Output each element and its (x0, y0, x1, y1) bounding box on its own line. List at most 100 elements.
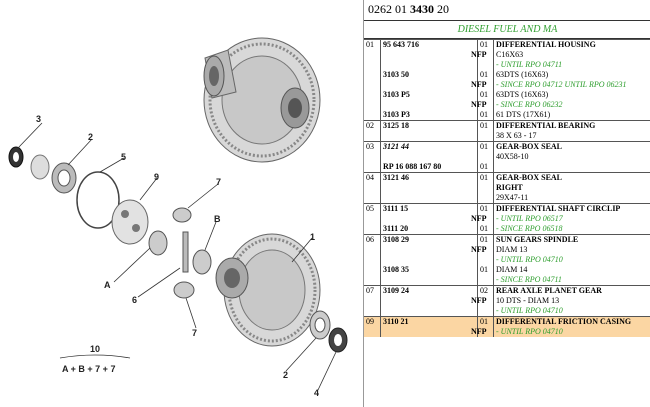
part-reference[interactable] (381, 275, 470, 286)
quantity (477, 100, 494, 110)
part-description: - UNTIL RPO 04711 (496, 60, 563, 69)
part-reference[interactable] (381, 100, 470, 110)
part-reference[interactable] (381, 255, 470, 265)
part-reference[interactable]: 95 643 716 (380, 39, 469, 50)
part-description: 29X47-11 (496, 193, 529, 202)
table-row[interactable]: NFP- SINCE RPO 06232 (364, 100, 650, 110)
quantity (477, 245, 494, 255)
differential-housing-upper (203, 37, 321, 163)
callout-A: A (104, 280, 111, 290)
group-number: 02 (364, 120, 381, 131)
nfp-flag (469, 172, 478, 183)
table-row[interactable]: NFP- UNTIL RPO 06517 (364, 214, 650, 224)
part-reference[interactable]: 3111 20 (383, 224, 409, 233)
part-reference[interactable]: 3103 P5 (383, 90, 410, 99)
part-reference[interactable]: 3121 44 (380, 141, 469, 152)
part-description: DIFFERENTIAL FRICTION CASING (493, 316, 650, 327)
table-row[interactable]: RIGHT (364, 183, 650, 193)
callout-10: 10 (90, 344, 100, 354)
nfp-flag (469, 224, 478, 235)
nfp-flag (469, 110, 478, 121)
part-description: - UNTIL RPO 04710 (496, 255, 563, 264)
group-number: 06 (364, 234, 381, 245)
nfp-flag (469, 285, 478, 296)
part-reference[interactable] (380, 327, 469, 337)
part-description: REAR AXLE PLANET GEAR (493, 285, 650, 296)
formula: A + B + 7 + 7 (62, 364, 115, 374)
part-reference[interactable]: 3110 21 (380, 316, 469, 327)
part-reference[interactable] (381, 214, 470, 224)
part-reference[interactable]: 3103 P3 (383, 110, 410, 119)
part-reference[interactable]: RP 16 088 167 80 (383, 162, 442, 171)
part-reference[interactable]: 3111 15 (380, 203, 469, 214)
callout-2: 2 (88, 132, 93, 142)
part-reference[interactable]: 3108 35 (383, 265, 409, 274)
part-reference[interactable] (381, 193, 470, 204)
part-description: DIFFERENTIAL HOUSING (493, 39, 650, 50)
part-reference[interactable]: 3121 46 (380, 172, 469, 183)
nfp-flag (469, 90, 478, 100)
part-reference[interactable] (381, 306, 470, 317)
part-reference[interactable] (381, 245, 470, 255)
part-description: DIFFERENTIAL BEARING (493, 120, 650, 131)
quantity (477, 296, 494, 306)
group-number: 03 (364, 141, 381, 152)
part-description: 61 DTS (17X61) (496, 110, 551, 119)
nfp-flag (469, 203, 478, 214)
part-reference[interactable]: 3109 24 (380, 285, 469, 296)
nfp-flag: NFP (471, 80, 487, 89)
nfp-flag (469, 183, 478, 193)
reference-number: 0262 01 3430 20 (364, 0, 650, 21)
part-reference[interactable]: 3125 18 (380, 120, 469, 131)
table-row[interactable]: 40X58-10 (364, 152, 650, 162)
part-reference[interactable]: 3103 50 (383, 70, 409, 79)
callout-3: 3 (36, 114, 41, 124)
table-row[interactable]: 38 X 63 - 17 (364, 131, 650, 142)
part-reference[interactable] (381, 296, 470, 306)
part-reference[interactable]: 3108 29 (380, 234, 469, 245)
part-reference[interactable] (381, 50, 470, 60)
table-row[interactable]: NFP- UNTIL RPO 04710 (364, 327, 650, 337)
part-reference[interactable] (381, 131, 470, 142)
nfp-flag (469, 275, 478, 286)
group-number (364, 224, 381, 235)
table-row[interactable]: - UNTIL RPO 04710 (364, 306, 650, 317)
callout-7-bottom: 7 (192, 328, 197, 338)
group-number (364, 50, 381, 60)
quantity: 01 (477, 90, 494, 100)
table-row[interactable]: 29X47-11 (364, 193, 650, 204)
group-number (364, 275, 381, 286)
table-row[interactable]: - UNTIL RPO 04710 (364, 255, 650, 265)
table-row[interactable]: - UNTIL RPO 04711 (364, 60, 650, 70)
table-row[interactable]: NFP- SINCE RPO 04712 UNTIL RPO 06231 (364, 80, 650, 90)
group-number (364, 60, 381, 70)
part-reference[interactable] (381, 152, 470, 162)
nfp-flag (469, 193, 478, 204)
part-reference[interactable] (381, 80, 470, 90)
part-reference[interactable] (381, 60, 470, 70)
part-description: 40X58-10 (496, 152, 529, 161)
part-reference[interactable] (381, 183, 470, 193)
group-number: 07 (364, 285, 381, 296)
nfp-flag: NFP (471, 50, 487, 59)
callout-9: 9 (154, 172, 159, 182)
table-row[interactable]: - SINCE RPO 04711 (364, 275, 650, 286)
